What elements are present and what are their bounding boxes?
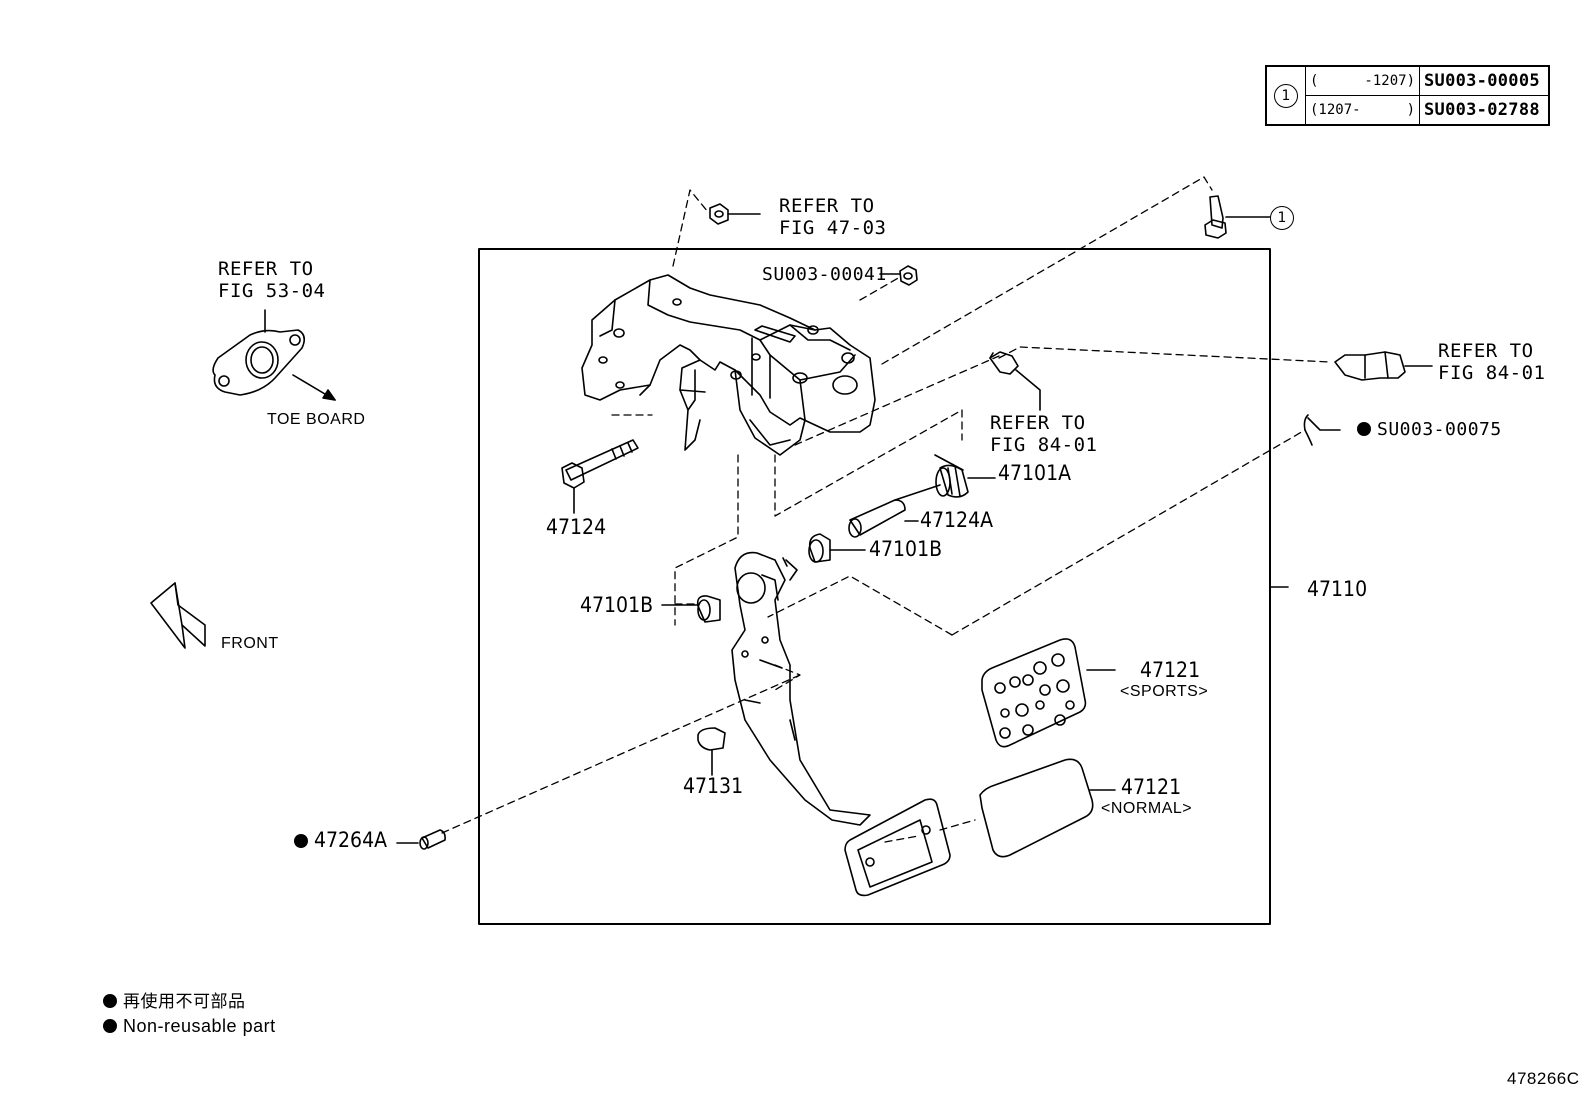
part-label-47101b-lower[interactable]: 47101B (580, 593, 654, 617)
part-label-47101a[interactable]: 47101A (998, 461, 1072, 485)
part-label-47124[interactable]: 47124 (546, 515, 607, 539)
range-cell: (-1207) (1305, 65, 1420, 96)
bushing-47101b-upper-drawing (808, 533, 866, 563)
figure-code: 478266C (1507, 1069, 1580, 1088)
range-cell: (1207-) (1305, 95, 1420, 126)
pad-sports-note: <SPORTS> (1120, 683, 1209, 700)
front-label: FRONT (221, 635, 279, 652)
table-marker: 1 (1265, 65, 1306, 126)
part-label-47110[interactable]: 47110 (1307, 577, 1368, 601)
pad-sports-drawing (981, 638, 1116, 748)
pad-normal-note: <NORMAL> (1101, 800, 1193, 817)
part-label-47121-sports[interactable]: 47121 (1140, 658, 1201, 682)
part-label-su003-00075[interactable]: SU003-00075 (1357, 419, 1502, 441)
bolt-marker-callout: 1 (1270, 206, 1294, 230)
part-label-47124a[interactable]: 47124A (920, 508, 994, 532)
stop-lamp-switch-drawing (1334, 351, 1433, 381)
pedal-base-pad-drawing (844, 798, 951, 897)
flange-nut-drawing (709, 203, 761, 225)
nut-su003-00041-drawing (879, 265, 918, 286)
part-label-su003-00041[interactable]: SU003-00041 (762, 264, 887, 285)
dashed-leaders (441, 176, 1331, 843)
pad-normal-drawing (979, 758, 1116, 858)
bushing-47101a-drawing (934, 454, 996, 498)
legend-non-reusable: Non-reusable part (103, 1015, 276, 1037)
reference-table: 1 (-1207) SU003-00005 (1207-) SU003-0278… (1265, 65, 1550, 126)
part-code-cell: SU003-00005 (1419, 65, 1550, 96)
brake-pedal-arm-drawing (731, 551, 871, 826)
clip-su003-00075-drawing (1303, 414, 1341, 446)
pedal-bracket-drawing (581, 274, 876, 456)
pin-47264a-drawing (396, 829, 446, 850)
part-label-47121-normal[interactable]: 47121 (1121, 775, 1182, 799)
front-direction-arrow (150, 582, 206, 649)
legend-japanese: 再使用不可部品 (103, 991, 246, 1013)
bushing-47101b-lower-drawing (661, 595, 721, 623)
toe-board-gasket-drawing (212, 309, 336, 401)
part-code-cell: SU003-02788 (1419, 95, 1550, 126)
part-label-47264a[interactable]: 47264A (294, 829, 387, 851)
toe-board-label: TOE BOARD (267, 411, 366, 428)
spacer-47124a-drawing (848, 484, 941, 538)
part-label-47131[interactable]: 47131 (683, 774, 744, 798)
bolt-marker-1-drawing (1204, 195, 1271, 239)
assembly-frame (478, 248, 1271, 925)
part-label-47101b-upper[interactable]: 47101B (869, 537, 943, 561)
switch-bracket-drawing (989, 351, 1041, 411)
bolt-47124-drawing (561, 439, 639, 514)
stopper-47131-drawing (697, 727, 726, 776)
